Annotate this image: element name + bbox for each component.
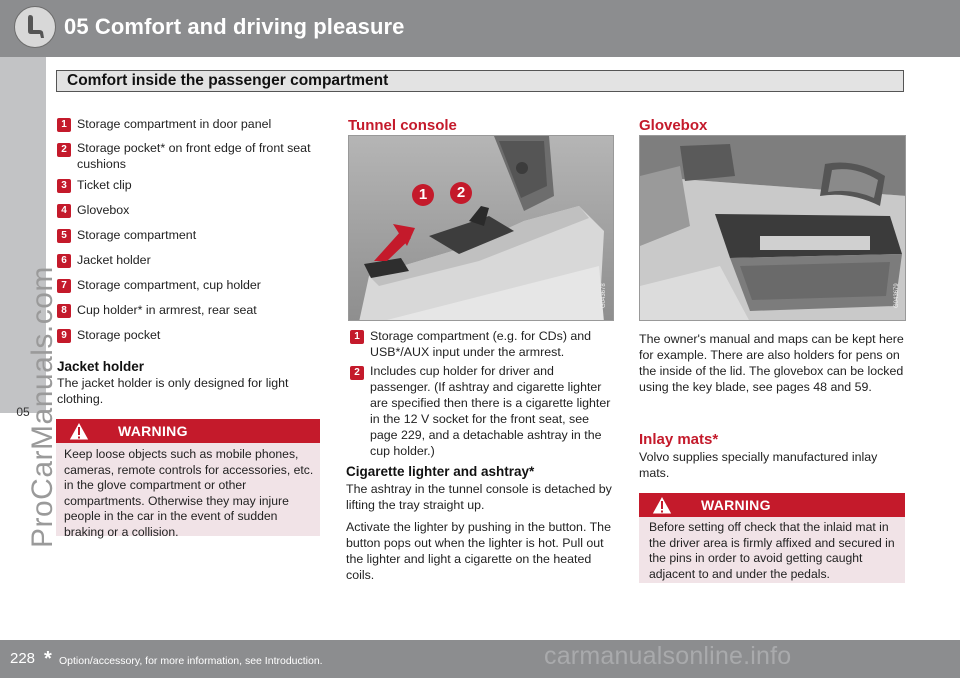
jacket-holder-heading: Jacket holder (57, 359, 145, 374)
warning-text: Before setting off check that the inlaid… (649, 520, 895, 581)
warning-header: WARNING (56, 419, 320, 443)
list-item: Storage compartment (77, 228, 197, 242)
section-title-bar: Comfort inside the passenger compartment (56, 70, 904, 92)
footer-watermark: carmanualsonline.info (544, 642, 792, 670)
glovebox-image: G043679 (639, 135, 906, 321)
item-number-badge: 4 (57, 204, 71, 218)
section-title: Comfort inside the passenger compartment (67, 72, 389, 89)
list-item: Includes cup holder for driver and passe… (370, 364, 611, 458)
image-code: G043678 (601, 283, 607, 308)
side-watermark: ProCarManuals.com (26, 266, 59, 548)
glovebox-text: The owner's manual and maps can be kept … (639, 332, 904, 394)
chapter-title: 05 Comfort and driving pleasure (64, 14, 405, 39)
inlay-mats-heading: Inlay mats* (639, 431, 719, 448)
page-number: 228 (10, 650, 36, 667)
item-number-badge: 1 (57, 118, 71, 132)
item-number-badge: 1 (350, 330, 364, 344)
chapter-sidebar: 05 (0, 57, 46, 419)
list-item: Storage compartment, cup holder (77, 278, 261, 292)
item-number-badge: 2 (57, 143, 71, 157)
list-item: Ticket clip (77, 178, 132, 192)
page-footer: 228 * Option/accessory, for more informa… (0, 640, 960, 678)
item-number-badge: 8 (57, 304, 71, 318)
lighter-text-1: The ashtray in the tunnel console is det… (346, 482, 612, 512)
list-item: Jacket holder (77, 253, 151, 267)
inlay-mats-text: Volvo supplies specially manufactured in… (639, 450, 878, 480)
tunnel-console-heading: Tunnel console (348, 117, 457, 134)
warning-title: WARNING (701, 497, 771, 513)
warning-box: WARNING Before setting off check that th… (639, 493, 905, 583)
warning-title: WARNING (118, 423, 188, 439)
warning-text: Keep loose objects such as mobile phones… (64, 447, 314, 539)
item-number-badge: 6 (57, 254, 71, 268)
warning-triangle-icon (68, 421, 90, 441)
list-item: Cup holder* in armrest, rear seat (77, 303, 257, 317)
lighter-heading: Cigarette lighter and ashtray* (346, 464, 535, 479)
page-header: 05 Comfort and driving pleasure (0, 0, 960, 57)
seat-icon (14, 6, 56, 48)
list-item: Storage compartment (e.g. for CDs) and U… (370, 329, 592, 359)
list-item: Storage pocket* on front edge of front s… (77, 141, 311, 171)
warning-header: WARNING (639, 493, 905, 517)
sidebar-chapter-number: 05 (16, 405, 30, 419)
callout-1: 1 (412, 184, 434, 206)
list-item: Storage compartment in door panel (77, 117, 272, 131)
callout-2: 2 (450, 182, 472, 204)
list-item: Glovebox (77, 203, 130, 217)
footnote: Option/accessory, for more information, … (59, 655, 323, 667)
warning-box: WARNING Keep loose objects such as mobil… (56, 419, 320, 539)
tunnel-console-image: 1 2 G043678 (348, 135, 614, 321)
item-number-badge: 2 (350, 366, 364, 380)
item-number-badge: 5 (57, 229, 71, 243)
jacket-holder-text: The jacket holder is only designed for l… (57, 376, 289, 406)
image-code: G043679 (894, 283, 900, 308)
item-number-badge: 7 (57, 279, 71, 293)
glovebox-heading: Glovebox (639, 117, 708, 134)
item-number-badge: 3 (57, 179, 71, 193)
item-number-badge: 9 (57, 329, 71, 343)
footnote-star: * (44, 648, 52, 670)
list-item: Storage pocket (77, 328, 161, 342)
lighter-text-2: Activate the lighter by pushing in the b… (346, 520, 611, 582)
warning-triangle-icon (651, 495, 673, 515)
